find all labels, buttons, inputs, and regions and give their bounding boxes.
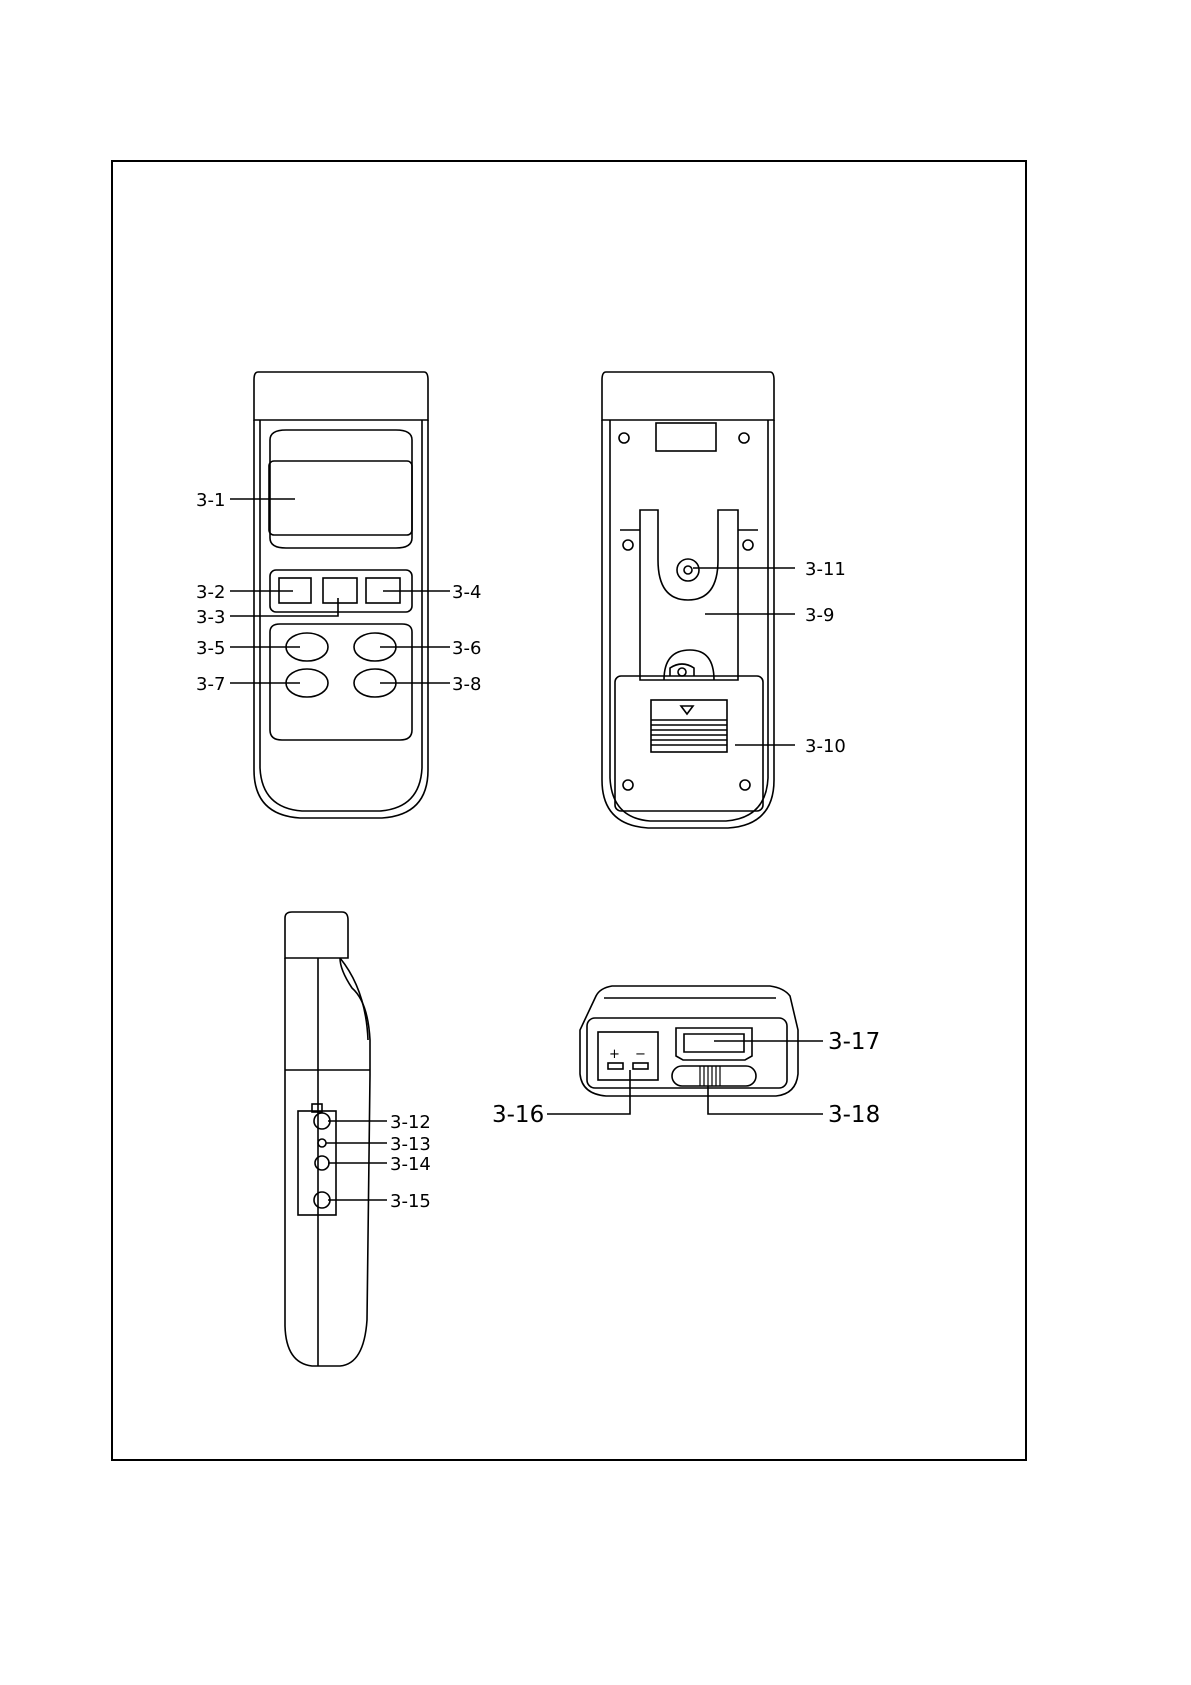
label-3-1: 3-1 (196, 490, 225, 511)
label-3-14: 3-14 (390, 1154, 431, 1175)
battery-terminal (598, 1032, 658, 1080)
belt-clip (640, 510, 738, 680)
label-3-8: 3-8 (452, 674, 481, 695)
bottom-view (547, 986, 823, 1114)
label-3-6: 3-6 (452, 638, 481, 659)
display-bezel (270, 430, 412, 548)
label-3-15: 3-15 (390, 1191, 431, 1212)
label-3-18: 3-18 (828, 1102, 880, 1128)
socket-3-12 (314, 1113, 330, 1129)
socket-3-14 (315, 1156, 329, 1170)
label-3-10: 3-10 (805, 736, 846, 757)
back-labels: 3-11 3-9 3-10 (805, 559, 846, 757)
label-3-3: 3-3 (196, 607, 225, 628)
front-view (230, 372, 450, 818)
side-view (285, 912, 387, 1366)
label-3-12: 3-12 (390, 1112, 431, 1133)
label-3-16: 3-16 (492, 1102, 544, 1128)
socket-3-15 (314, 1192, 330, 1208)
label-3-5: 3-5 (196, 638, 225, 659)
battery-plus-sign: + (609, 1047, 620, 1062)
key-3-3 (323, 578, 357, 603)
label-3-13: 3-13 (390, 1134, 431, 1155)
back-view (602, 372, 795, 828)
socket-3-13 (318, 1139, 326, 1147)
battery-minus-sign: − (635, 1047, 646, 1062)
side-labels: 3-12 3-13 3-14 3-15 (390, 1112, 431, 1212)
slide-switch (672, 1066, 756, 1086)
label-3-17: 3-17 (828, 1029, 880, 1055)
label-3-11: 3-11 (805, 559, 846, 580)
label-3-2: 3-2 (196, 582, 225, 603)
battery-cover (615, 676, 763, 811)
label-3-9: 3-9 (805, 605, 834, 626)
front-labels: 3-1 3-2 3-3 3-4 3-5 3-6 3-7 3-8 (196, 490, 481, 695)
label-3-4: 3-4 (452, 582, 481, 603)
connector-3-17 (676, 1028, 752, 1060)
label-3-7: 3-7 (196, 674, 225, 695)
clip-screw (677, 559, 699, 581)
lcd-display (269, 461, 412, 535)
bottom-labels: 3-16 3-17 3-18 + − (492, 1029, 880, 1128)
